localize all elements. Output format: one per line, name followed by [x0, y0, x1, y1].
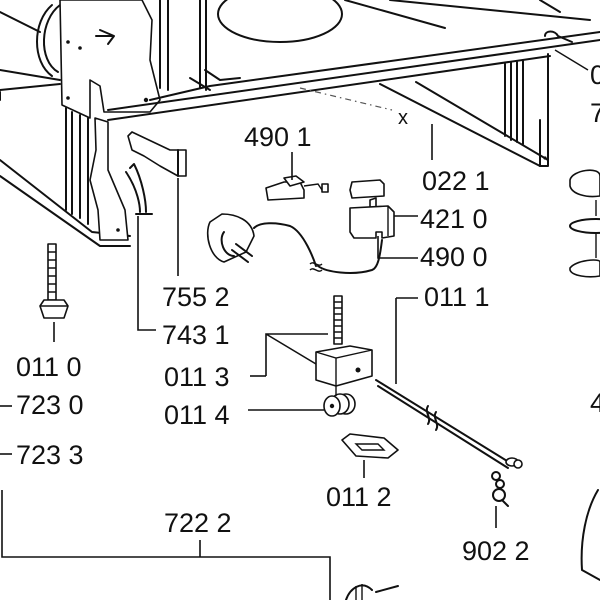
label-cut-top: 0 [590, 60, 600, 90]
label-722-2: 722 2 [164, 508, 232, 538]
label-cut-mid2: 4 [590, 388, 600, 418]
label-723-0: 723 0 [16, 390, 84, 420]
label-cut-mid1: 7 [590, 98, 600, 128]
label-011-1: 011 1 [424, 282, 490, 312]
part-right-edge [569, 169, 600, 581]
part-902-2 [491, 471, 509, 507]
part-755-2 [127, 131, 187, 177]
axis-marker-x: x [398, 107, 408, 129]
leader-lines [0, 124, 497, 600]
label-490-1: 490 1 [244, 122, 312, 152]
part-011-1 [375, 379, 523, 469]
label-022-1: 022 1 [422, 166, 490, 196]
label-743-1: 743 1 [162, 320, 230, 350]
cabinet-frame: x [0, 0, 600, 247]
label-902-2: 902 2 [462, 536, 530, 566]
label-755-2: 755 2 [162, 282, 230, 312]
part-011-2 [341, 433, 399, 459]
label-011-2: 011 2 [326, 482, 392, 512]
part-011-0 [39, 243, 69, 319]
part-bottom-assembly [345, 584, 399, 600]
part-011-3 [315, 295, 373, 387]
part-power-cord [206, 213, 383, 274]
part-421-0 [349, 179, 395, 239]
part-011-4 [323, 386, 356, 417]
part-743-1 [125, 163, 153, 215]
label-011-4: 011 4 [164, 400, 230, 430]
part-490-1 [265, 175, 329, 201]
label-421-0: 421 0 [420, 204, 488, 234]
label-011-0: 011 0 [16, 352, 82, 382]
label-723-3: 723 3 [16, 440, 84, 470]
label-011-3: 011 3 [164, 362, 230, 392]
label-490-0: 490 0 [420, 242, 488, 272]
part-labels: 490 1 022 1 421 0 490 0 755 2 011 1 743 … [16, 60, 600, 566]
